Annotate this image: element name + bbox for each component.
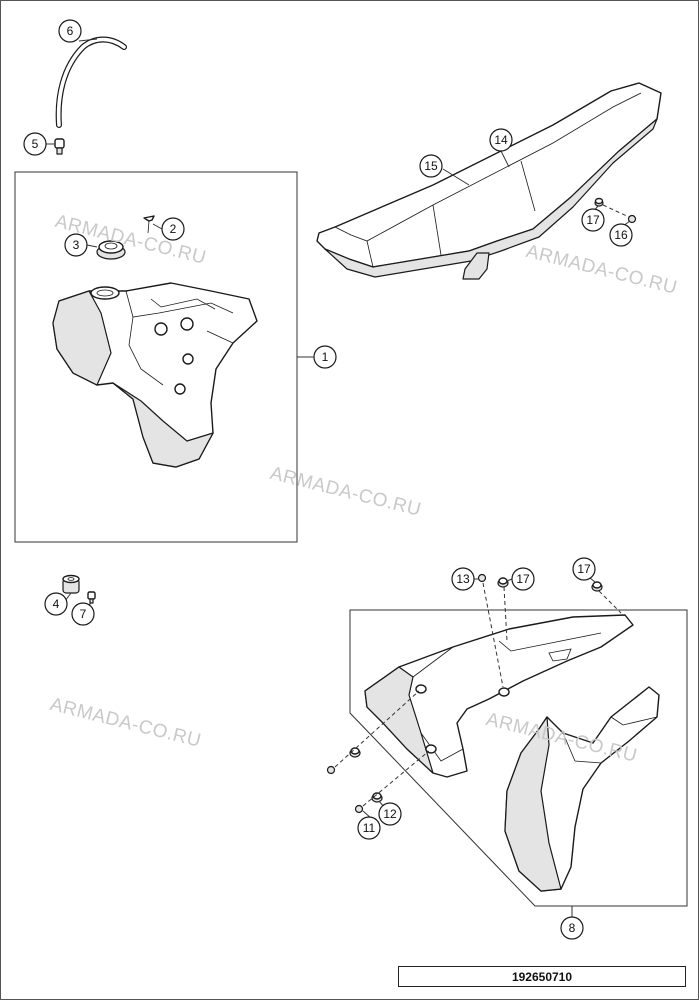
callout-5[interactable]: 7: [71, 602, 95, 626]
screw-part-6: [54, 138, 65, 155]
callout-15[interactable]: 16: [609, 223, 633, 247]
callout-4[interactable]: 4: [44, 592, 68, 616]
callout-15-label: 16: [614, 228, 628, 242]
seat: [316, 82, 662, 280]
callout-1[interactable]: 1: [313, 345, 337, 369]
callout-7[interactable]: 6: [58, 19, 82, 43]
callout-13-label: 14: [494, 133, 508, 147]
diagram-code: 192650710: [511, 969, 573, 984]
fuel-hose: [55, 36, 127, 128]
callout-2[interactable]: 2: [161, 217, 185, 241]
diagram-code-box: 192650710: [398, 966, 686, 987]
callout-10-label: 11: [363, 821, 376, 835]
callout-14-label: 15: [424, 159, 438, 173]
callout-13[interactable]: 14: [489, 128, 513, 152]
callout-8-label: 8: [569, 921, 576, 935]
shroud-screw-part-12: [477, 573, 487, 583]
filler-cap: [96, 240, 126, 260]
shroud-upper: [364, 614, 634, 778]
shroud-bushing-part-17: [497, 577, 603, 592]
screw-part-2: [143, 215, 155, 234]
callout-3-label: 3: [73, 238, 80, 252]
callout-1-label: 1: [322, 350, 329, 364]
callout-17a[interactable]: 17: [511, 567, 535, 591]
callout-17a-label: 17: [516, 572, 530, 586]
seat-washer-part-16: [594, 197, 604, 207]
callout-14[interactable]: 15: [419, 154, 443, 178]
callout-3[interactable]: 3: [64, 233, 88, 257]
callout-16[interactable]: 17: [581, 208, 605, 232]
screw-part-5: [87, 591, 96, 604]
shroud-washer-part-11: [349, 747, 383, 803]
seat-mount-axis: [602, 204, 630, 218]
callout-6-label: 5: [32, 137, 39, 151]
seat-screw-part-15: [627, 214, 637, 224]
callout-12-label: 13: [456, 572, 470, 586]
callout-16-label: 17: [586, 213, 600, 227]
callout-10[interactable]: 11: [357, 816, 381, 840]
callout-11-label: 12: [383, 807, 397, 821]
callout-4-label: 4: [53, 597, 60, 611]
callout-17b[interactable]: 17: [572, 557, 596, 581]
shroud-mount-axes: [334, 582, 622, 807]
fuel-tank: [52, 282, 258, 468]
shroud-screw-part-10: [326, 765, 364, 814]
callout-6[interactable]: 5: [23, 132, 47, 156]
callout-17b-label: 17: [577, 562, 591, 576]
callout-2-label: 2: [170, 222, 177, 236]
shroud-lower: [504, 686, 660, 892]
callout-7-label: 6: [67, 24, 74, 38]
callout-8[interactable]: 8: [560, 916, 584, 940]
shroud-frame: [349, 609, 688, 907]
callout-5-label: 7: [80, 607, 87, 621]
callout-12[interactable]: 13: [451, 567, 475, 591]
callout-11[interactable]: 12: [378, 802, 402, 826]
rubber-bushing: [62, 574, 80, 594]
